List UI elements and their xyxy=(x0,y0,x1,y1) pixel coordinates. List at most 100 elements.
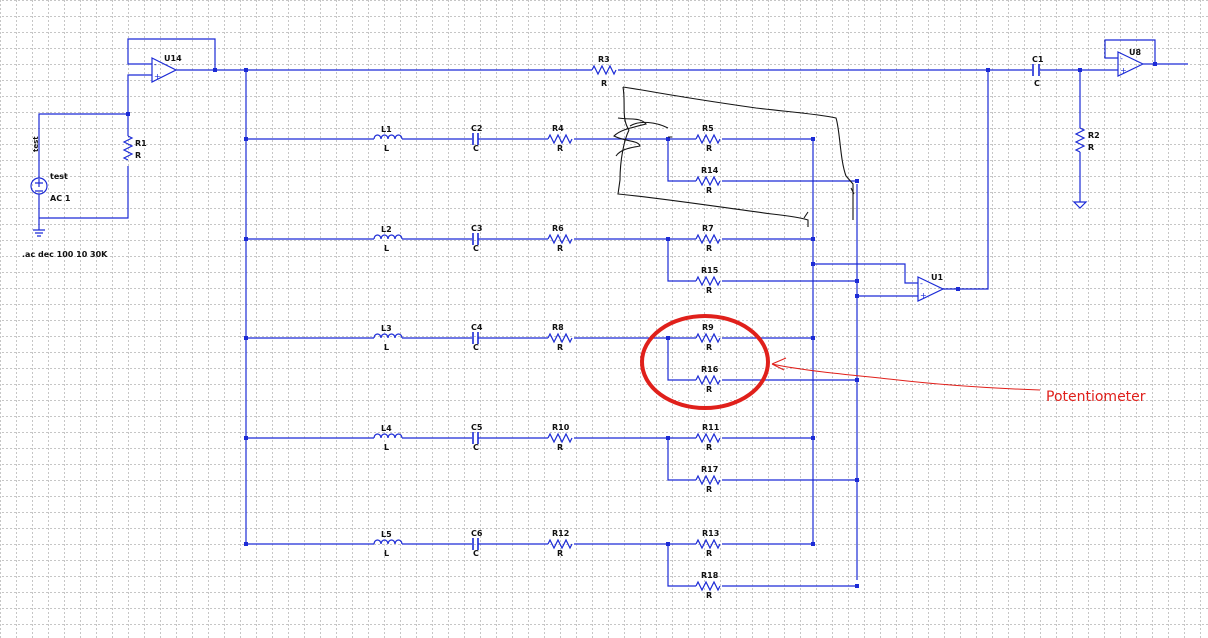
junction-dot xyxy=(811,336,815,340)
capacitor-label: C6 xyxy=(471,529,483,538)
junction-dot xyxy=(666,237,670,241)
resistor-label: R11 xyxy=(702,423,720,432)
junction-dot xyxy=(956,287,960,291)
svg-text:-: - xyxy=(1120,54,1123,63)
resistor-r15[interactable] xyxy=(695,275,721,287)
resistor-label: R14 xyxy=(701,166,719,175)
junction-dot xyxy=(855,478,859,482)
resistor-r11[interactable] xyxy=(695,432,721,444)
resistor-value: R xyxy=(557,343,563,352)
resistor-value: R xyxy=(706,485,712,494)
junction-dot xyxy=(666,137,670,141)
resistor-label: R7 xyxy=(702,224,714,233)
resistor-r6[interactable] xyxy=(547,233,573,245)
resistor-label: R18 xyxy=(701,571,719,580)
u14-label: U14 xyxy=(164,54,182,63)
resistor-value: R xyxy=(706,443,712,452)
resistor-r10[interactable] xyxy=(547,432,573,444)
opamp-u1[interactable] xyxy=(917,276,945,302)
inductor-l4[interactable] xyxy=(373,433,403,439)
source-name: AC 1 xyxy=(50,194,71,203)
opamp-u8[interactable] xyxy=(1117,51,1145,77)
junction-dot xyxy=(855,584,859,588)
resistor-value: R xyxy=(557,244,563,253)
resistor-r14[interactable] xyxy=(695,175,721,187)
junction-dot xyxy=(855,279,859,283)
resistor-r3[interactable] xyxy=(591,64,617,76)
resistor-r7[interactable] xyxy=(695,233,721,245)
resistor-r5[interactable] xyxy=(695,133,721,145)
resistor-label: R13 xyxy=(702,529,719,538)
u8-wires xyxy=(1104,39,1188,71)
inductor-value: L xyxy=(384,549,389,558)
capacitor-c4[interactable] xyxy=(472,332,479,344)
inductor-value: L xyxy=(384,443,389,452)
junction-dot xyxy=(244,68,248,72)
resistor-r17[interactable] xyxy=(695,474,721,486)
resistor-value: R xyxy=(706,591,712,600)
capacitor-c6[interactable] xyxy=(472,538,479,550)
annotation-label: Potentiometer xyxy=(1046,389,1146,405)
resistor-r2[interactable] xyxy=(1074,127,1086,153)
inductor-label: L5 xyxy=(381,530,392,539)
resistor-label: R5 xyxy=(702,124,714,133)
simulation-directive: .ac dec 100 10 30K xyxy=(22,250,108,259)
inductor-l5[interactable] xyxy=(373,539,403,545)
resistor-r16[interactable] xyxy=(695,374,721,386)
junction-dot xyxy=(244,137,248,141)
resistor-r1[interactable] xyxy=(122,135,134,161)
junction-dot xyxy=(811,542,815,546)
resistor-r8[interactable] xyxy=(547,332,573,344)
resistor-r9[interactable] xyxy=(695,332,721,344)
junction-dot xyxy=(986,68,990,72)
resistor-value: R xyxy=(706,244,712,253)
main-bus xyxy=(215,69,1105,544)
inductor-l2[interactable] xyxy=(373,234,403,240)
junction-dot xyxy=(1078,68,1082,72)
inductor-label: L3 xyxy=(381,324,392,333)
inductor-label: L4 xyxy=(381,424,392,433)
resistor-label: R12 xyxy=(552,529,569,538)
junction-dot xyxy=(244,336,248,340)
capacitor-c2[interactable] xyxy=(472,133,479,145)
net-label-test: test xyxy=(32,136,40,152)
c1-label: C1 xyxy=(1032,55,1044,64)
voltage-source[interactable] xyxy=(30,172,48,237)
annotation-potentiometer: Potentiometer xyxy=(640,314,1146,410)
resistor-value: R xyxy=(557,443,563,452)
inductor-l3[interactable] xyxy=(373,333,403,339)
r2-label: R2 xyxy=(1088,131,1100,140)
r3-label: R3 xyxy=(598,55,610,64)
svg-text:+: + xyxy=(154,72,161,81)
capacitor-value: C xyxy=(473,144,479,153)
resistor-value: R xyxy=(706,343,712,352)
resistor-label: R9 xyxy=(702,323,714,332)
svg-text:-: - xyxy=(920,279,923,288)
capacitor-c1[interactable] xyxy=(1032,64,1040,76)
capacitor-c5[interactable] xyxy=(472,432,479,444)
input-wires xyxy=(38,113,129,219)
resistor-r4[interactable] xyxy=(547,133,573,145)
resistor-label: R15 xyxy=(701,266,719,275)
r2-value: R xyxy=(1088,143,1094,152)
resistor-value: R xyxy=(706,144,712,153)
resistor-r12[interactable] xyxy=(547,538,573,550)
junction-dot xyxy=(213,68,217,72)
capacitor-c3[interactable] xyxy=(472,233,479,245)
junction-dot xyxy=(811,262,815,266)
resistor-value: R xyxy=(706,549,712,558)
svg-text:+: + xyxy=(1120,66,1127,75)
resistor-r18[interactable] xyxy=(695,580,721,592)
junction-dot xyxy=(855,179,859,183)
inductor-l1[interactable] xyxy=(373,134,403,140)
resonator-branches: L1LC2CR4RR5RR14RL2LC3CR6RR7RR15RL3LC4CR8… xyxy=(126,62,1157,600)
inductor-value: L xyxy=(384,244,389,253)
svg-text:-: - xyxy=(154,60,157,69)
resistor-label: R10 xyxy=(552,423,570,432)
capacitor-label: C2 xyxy=(471,124,482,133)
resistor-r13[interactable] xyxy=(695,538,721,550)
inductor-label: L2 xyxy=(381,225,392,234)
opamp-u14[interactable] xyxy=(151,57,178,83)
capacitor-value: C xyxy=(473,549,479,558)
